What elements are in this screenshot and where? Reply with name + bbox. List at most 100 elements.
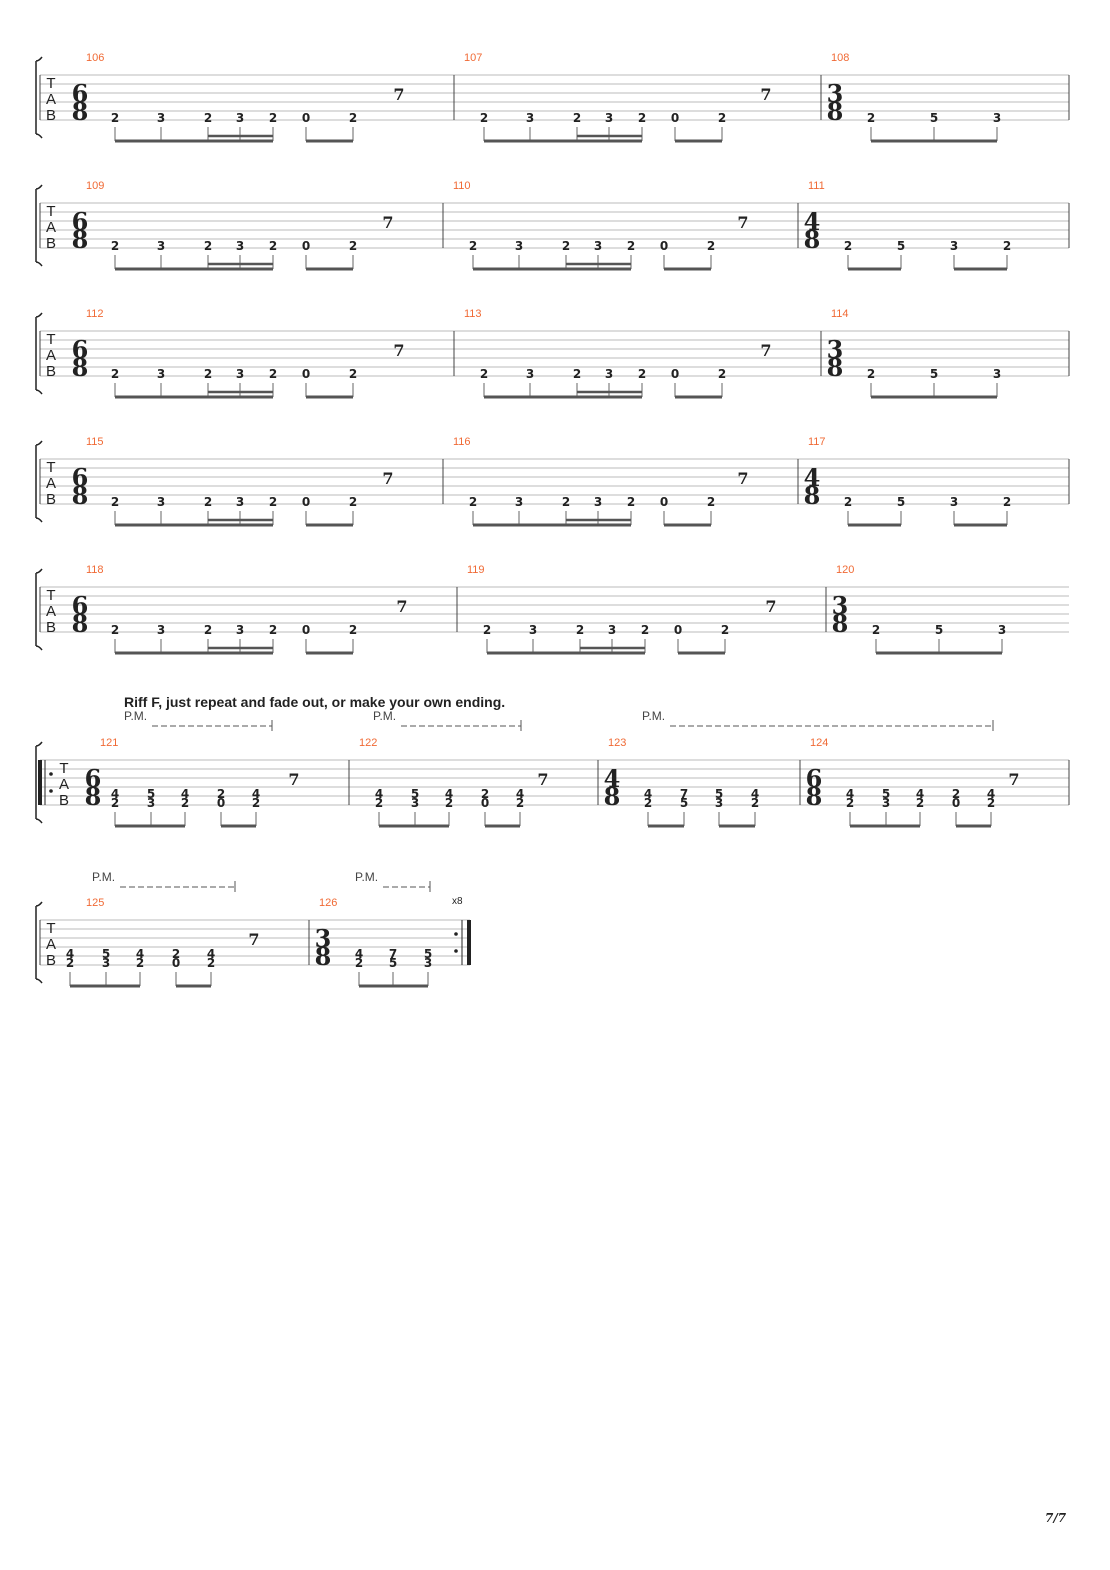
fret-number: 3 (608, 623, 616, 637)
system-bracket (35, 568, 43, 651)
fret-number: 2 (867, 111, 875, 125)
fret-number: 2 (111, 111, 119, 125)
tab-clef-letter: B (46, 363, 56, 380)
time-signature-top: 3 (832, 591, 849, 620)
fret-number: 3 (515, 495, 523, 509)
fret-number: 2 (204, 367, 212, 381)
fret-number: 3 (998, 623, 1006, 637)
fret-number: 2 (916, 796, 924, 810)
fret-number: 2 (217, 787, 225, 801)
measure-number: 121 (100, 737, 118, 749)
fret-number: 2 (469, 239, 477, 253)
fret-number: 2 (638, 367, 646, 381)
time-signature-top: 6 (72, 207, 89, 236)
fret-number: 4 (111, 787, 119, 801)
eighth-rest: 7 (1008, 770, 1019, 789)
tab-clef-letter: A (46, 936, 56, 953)
measure-number: 116 (453, 436, 471, 448)
fret-number: 4 (644, 787, 652, 801)
fret-number: 2 (111, 367, 119, 381)
measure-number: 124 (810, 737, 828, 749)
fret-number: 3 (157, 239, 165, 253)
fret-number: 2 (1003, 495, 1011, 509)
fret-number: 0 (952, 796, 960, 810)
fret-number: 2 (641, 623, 649, 637)
fret-number: 2 (269, 367, 277, 381)
system-bracket (35, 901, 43, 984)
fret-number: 0 (217, 796, 225, 810)
time-signature-bottom: 8 (72, 353, 89, 382)
fret-number: 5 (389, 956, 397, 970)
fret-number: 3 (236, 495, 244, 509)
fret-number: 5 (897, 239, 905, 253)
measure-number: 125 (86, 897, 104, 909)
tab-clef-letter: A (46, 603, 56, 620)
fret-number: 3 (594, 495, 602, 509)
fret-number: 2 (204, 111, 212, 125)
repeat-start-thick-bar (38, 760, 42, 805)
time-signature-top: 3 (827, 79, 844, 108)
measure-number: 106 (86, 52, 104, 64)
system-bracket (35, 312, 43, 395)
eighth-rest: 7 (737, 469, 748, 488)
repeat-count: x8 (452, 896, 463, 907)
fret-number: 2 (952, 787, 960, 801)
fret-number: 3 (236, 367, 244, 381)
fret-number: 0 (660, 239, 668, 253)
fret-number: 2 (751, 796, 759, 810)
tab-clef-letter: A (46, 347, 56, 364)
fret-number: 5 (930, 111, 938, 125)
measure-number: 108 (831, 52, 849, 64)
eighth-rest: 7 (382, 213, 393, 232)
fret-number: 2 (627, 495, 635, 509)
time-signature-top: 6 (806, 764, 823, 793)
fret-number: 2 (844, 239, 852, 253)
fret-number: 5 (715, 787, 723, 801)
fret-number: 2 (707, 495, 715, 509)
measure-number: 107 (464, 52, 482, 64)
fret-number: 5 (680, 796, 688, 810)
eighth-rest: 7 (393, 341, 404, 360)
fret-number: 3 (950, 239, 958, 253)
system-bracket (35, 741, 43, 824)
time-signature-top: 4 (804, 463, 821, 492)
fret-number: 4 (66, 947, 74, 961)
fret-number: 5 (424, 947, 432, 961)
time-signature-bottom: 8 (804, 481, 821, 510)
time-signature-top: 3 (827, 335, 844, 364)
fret-number: 2 (718, 367, 726, 381)
fret-number: 3 (157, 495, 165, 509)
tab-clef-letter: T (59, 760, 68, 777)
fret-number: 2 (252, 796, 260, 810)
tab-clef-letter: A (46, 475, 56, 492)
fret-number: 5 (897, 495, 905, 509)
time-signature-bottom: 8 (315, 942, 332, 971)
fret-number: 2 (269, 111, 277, 125)
fret-number: 2 (707, 239, 715, 253)
fret-number: 2 (111, 495, 119, 509)
fret-number: 2 (576, 623, 584, 637)
fret-number: 5 (147, 787, 155, 801)
time-signature-top: 6 (72, 335, 89, 364)
fret-number: 3 (605, 367, 613, 381)
fret-number: 4 (751, 787, 759, 801)
fret-number: 4 (846, 787, 854, 801)
tab-clef-letter: B (59, 792, 69, 809)
fret-number: 3 (882, 796, 890, 810)
fret-number: 2 (204, 239, 212, 253)
eighth-rest: 7 (382, 469, 393, 488)
fret-number: 3 (993, 111, 1001, 125)
fret-number: 2 (111, 796, 119, 810)
repeat-dot (49, 772, 53, 776)
measure-number: 114 (831, 308, 849, 320)
fret-number: 2 (375, 796, 383, 810)
fret-number: 3 (147, 796, 155, 810)
tab-clef-letter: A (46, 91, 56, 108)
fret-number: 4 (252, 787, 260, 801)
fret-number: 2 (638, 111, 646, 125)
eighth-rest: 7 (765, 597, 776, 616)
measure-number: 113 (464, 308, 482, 320)
time-signature-bottom: 8 (604, 782, 621, 811)
fret-number: 2 (872, 623, 880, 637)
time-signature-top: 6 (85, 764, 102, 793)
